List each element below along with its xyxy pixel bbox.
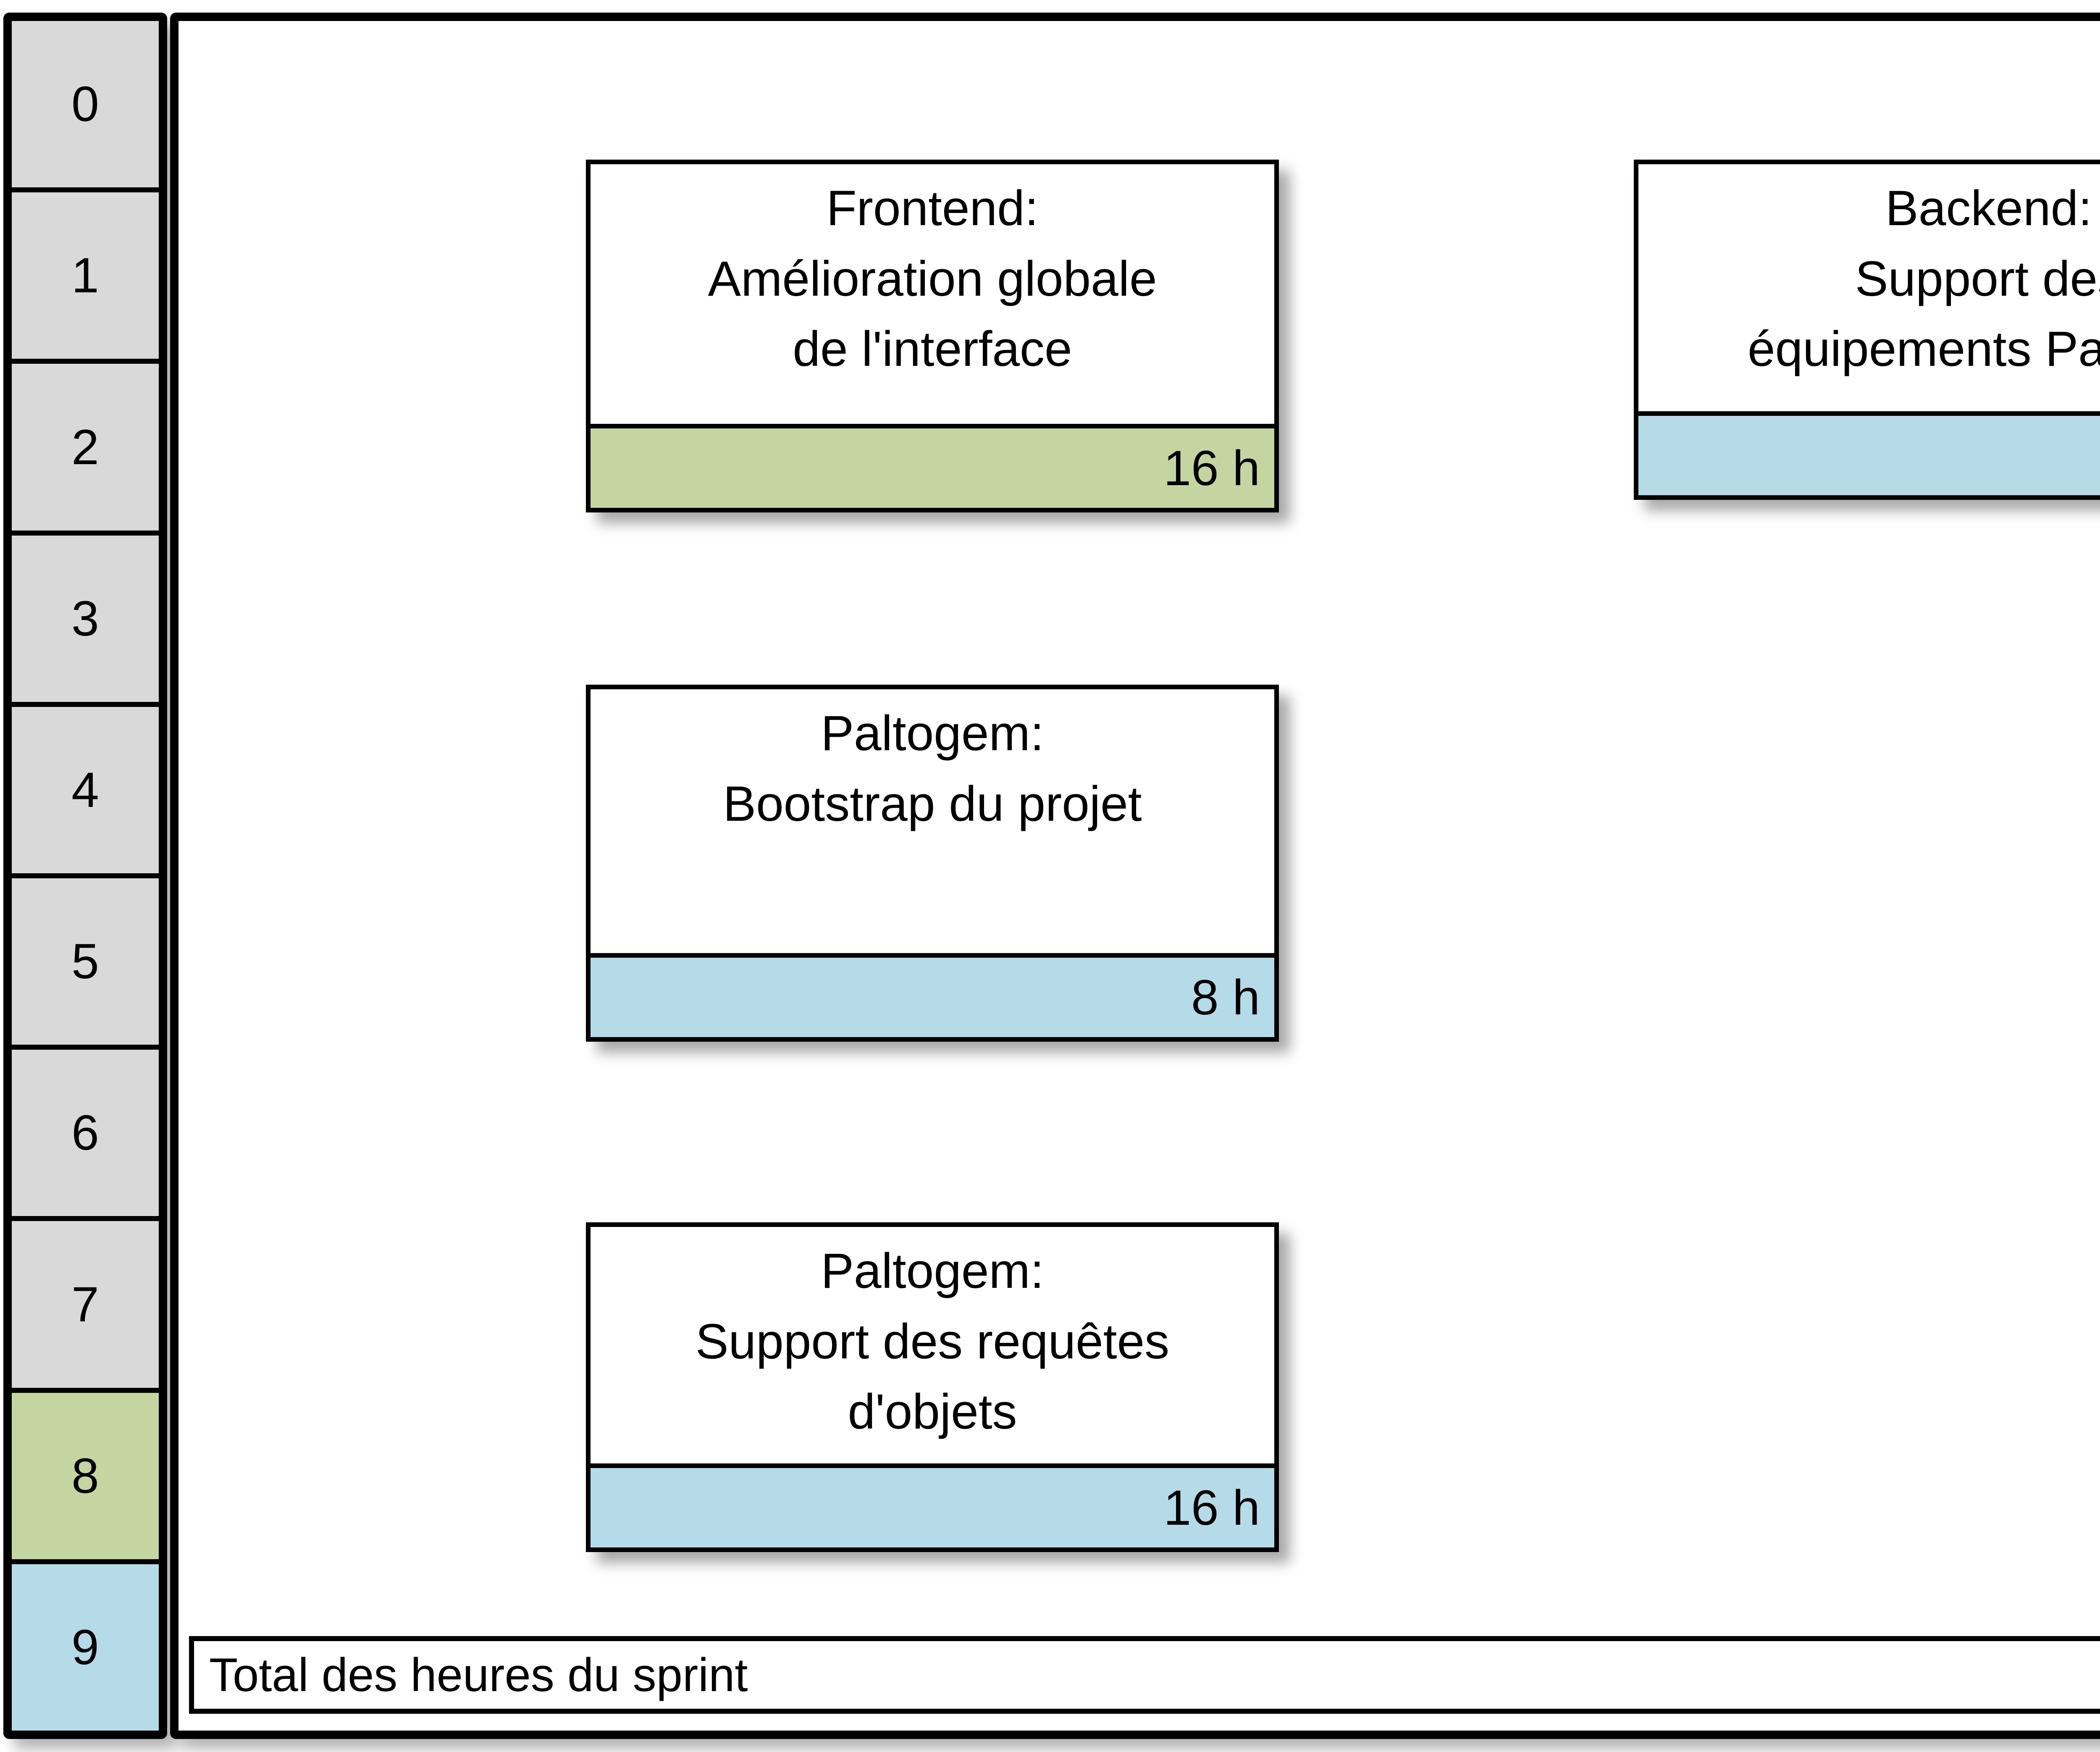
- task-card-title: Backend:: [1885, 181, 2092, 236]
- day-cell-label: 1: [71, 248, 99, 304]
- sprint-board: Frontend: Amélioration globale de l'inte…: [170, 13, 2100, 1739]
- task-card-line2: de l'interface: [793, 321, 1072, 377]
- task-card-paltogem-bootstrap[interactable]: Paltogem: Bootstrap du projet 8 h: [586, 685, 1279, 1042]
- task-card-title: Frontend:: [826, 181, 1039, 236]
- day-cell-label: 4: [71, 762, 99, 818]
- task-card-line2: équipements PaloAlto: [1748, 321, 2100, 377]
- day-cell-4[interactable]: 4: [12, 707, 159, 879]
- task-card-title: Paltogem:: [821, 1243, 1044, 1299]
- day-cell-3[interactable]: 3: [12, 535, 159, 707]
- day-cell-2[interactable]: 2: [12, 364, 159, 536]
- task-card-line1: Bootstrap du projet: [723, 776, 1142, 832]
- task-card-line1: Support des: [1855, 251, 2100, 307]
- task-card-body: Backend: Support des équipements PaloAlt…: [1638, 164, 2100, 411]
- sprint-total-label: Total des heures du sprint: [209, 1648, 748, 1701]
- task-card-body: Paltogem: Support des requêtes d'objets: [591, 1227, 1274, 1463]
- task-card-paltogem-requetes[interactable]: Paltogem: Support des requêtes d'objets …: [586, 1222, 1279, 1552]
- task-card-hours-footer: 16 h: [591, 424, 1274, 508]
- task-card-hours: 16 h: [1163, 1480, 1260, 1536]
- task-card-line1: Amélioration globale: [708, 251, 1157, 307]
- task-card-hours-footer: 8 h: [591, 953, 1274, 1037]
- day-cell-label: 6: [71, 1105, 99, 1161]
- day-cell-5[interactable]: 5: [12, 878, 159, 1050]
- task-card-body: Frontend: Amélioration globale de l'inte…: [591, 164, 1274, 424]
- task-card-hours-footer: 8 h: [1638, 411, 2100, 495]
- day-cell-9[interactable]: 9: [12, 1564, 159, 1731]
- task-card-line2: d'objets: [848, 1384, 1017, 1440]
- task-card-title: Paltogem:: [821, 706, 1044, 761]
- day-cell-7[interactable]: 7: [12, 1221, 159, 1393]
- day-cell-0[interactable]: 0: [12, 21, 159, 193]
- day-cell-label: 5: [71, 934, 99, 990]
- day-cell-label: 8: [71, 1448, 99, 1504]
- day-cell-label: 0: [71, 76, 99, 132]
- task-card-backend[interactable]: Backend: Support des équipements PaloAlt…: [1634, 160, 2100, 500]
- day-cell-8[interactable]: 8: [12, 1392, 159, 1564]
- sprint-total-bar: Total des heures du sprint 48: [189, 1636, 2100, 1714]
- task-card-body: Paltogem: Bootstrap du projet: [591, 689, 1274, 953]
- day-cell-label: 2: [71, 419, 99, 475]
- day-cell-6[interactable]: 6: [12, 1050, 159, 1221]
- task-card-line1: Support des requêtes: [695, 1313, 1170, 1369]
- day-cell-label: 3: [71, 591, 99, 646]
- task-card-frontend[interactable]: Frontend: Amélioration globale de l'inte…: [586, 160, 1279, 512]
- task-card-hours-footer: 16 h: [591, 1463, 1274, 1547]
- sprint-day-counter: 0 1 2 3 4 5 6 7 8 9: [3, 13, 167, 1739]
- day-cell-label: 7: [71, 1277, 99, 1332]
- day-cell-1[interactable]: 1: [12, 192, 159, 364]
- task-card-hours: 16 h: [1163, 440, 1260, 496]
- task-card-hours: 8 h: [1191, 969, 1260, 1025]
- day-cell-label: 9: [71, 1619, 99, 1675]
